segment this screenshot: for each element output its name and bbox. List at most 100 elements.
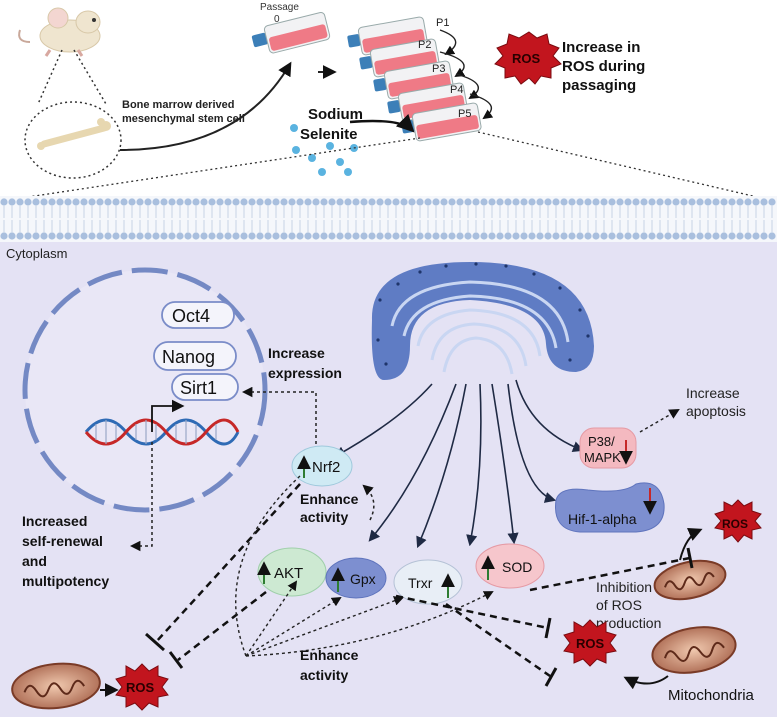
enhance-to-nrf2 [235, 475, 301, 657]
sod-node [475, 543, 545, 589]
trxr-node [393, 559, 463, 605]
gpx-inhibit-line [395, 594, 549, 630]
increase-expression-line1: Increase [268, 345, 325, 361]
enhance-to-trxr [245, 596, 404, 657]
akt-inhibit-line [177, 591, 267, 661]
selenite-particles [290, 124, 358, 176]
increase-apoptosis-line1: Increase [686, 385, 740, 401]
sod-inhibit-line [529, 556, 691, 592]
cytoplasm-label: Cytoplasm [6, 246, 67, 261]
p4-p5-arrow [469, 93, 494, 120]
er-arrows [334, 379, 585, 549]
dna-icon [84, 418, 240, 446]
ros-left-label: ROS [126, 680, 155, 695]
ros-mid-label: ROS [576, 636, 605, 651]
cell-membrane [0, 196, 777, 242]
mitochondria-label: Mitochondria [668, 687, 755, 704]
inhibition-line3: production [596, 615, 661, 631]
nanog-label: Nanog [162, 347, 215, 367]
p1-label: P1 [436, 17, 449, 29]
passage-zero-label: 0 [274, 14, 280, 25]
inhibition-line2: of ROS [596, 597, 642, 613]
ros-burst-icon [115, 663, 169, 711]
enhance-to-gpx [245, 596, 342, 657]
mitochondria-icon [653, 559, 727, 601]
mitochondria-icon [11, 662, 101, 710]
transcription-arrow [151, 399, 185, 432]
nrf2-inhibit-bar [145, 632, 165, 652]
ros-burst-icon [714, 499, 762, 543]
mouse-icon [18, 7, 101, 57]
enhance-to-akt [245, 580, 298, 657]
p5-label: P5 [458, 108, 471, 120]
bone-callout [24, 101, 122, 179]
p4-label: P4 [450, 84, 463, 96]
p1-p2-arrow [439, 29, 457, 56]
gpx-inhibit-bar [544, 617, 552, 639]
increase-ros-line2: ROS during [562, 58, 645, 75]
self-renewal-line2: self-renewal [22, 533, 103, 549]
increase-expression-line2: expression [268, 365, 342, 381]
sodium-label-line2: Selenite [300, 126, 358, 143]
nucleus [22, 267, 268, 513]
bmsc-label-line1: Bone marrow derived [122, 99, 234, 111]
ros-burst-icon [494, 31, 562, 85]
sod-label: SOD [502, 559, 532, 575]
bone-icon [37, 118, 111, 150]
trxr-inhibit-bar [544, 667, 558, 687]
enhance-activity-upper-line2: activity [300, 509, 348, 525]
sod-inhibit-bar [686, 547, 694, 569]
enhance-activity-lower-line2: activity [300, 667, 348, 683]
akt-inhibit-bar [168, 651, 184, 669]
nrf2-label: Nrf2 [312, 459, 340, 476]
p38-label-line2: MAPK [584, 450, 621, 465]
apoptosis-arrow [639, 408, 680, 433]
p3-label: P3 [432, 63, 445, 75]
to-passage-arrow [119, 61, 292, 151]
self-renewal-line3: and [22, 553, 47, 569]
enhance-activity-upper-arrow [362, 484, 375, 521]
mito-right-ros-arrow [679, 527, 703, 561]
increase-ros-line1: Increase in [562, 39, 640, 56]
selenite-arrow [349, 113, 415, 133]
increase-apoptosis-line2: apoptosis [686, 403, 746, 419]
oct4-pill [161, 301, 235, 329]
self-renewal-line1: Increased [22, 513, 87, 529]
p3-p4-arrow [455, 73, 480, 100]
zoom-line-right [477, 131, 771, 201]
p2-label: P2 [418, 39, 431, 51]
trxr-inhibit-line [445, 602, 551, 678]
flask-stack [347, 16, 482, 142]
akt-label: AKT [274, 565, 303, 582]
enhance-activity-lower-line1: Enhance [300, 647, 359, 663]
p2-p3-arrow [439, 51, 466, 78]
enhance-to-sod [245, 591, 494, 657]
ros-burst-icon [563, 619, 617, 667]
hif-node [555, 482, 665, 533]
oct4-label: Oct4 [172, 306, 210, 326]
ros-right-label: ROS [722, 517, 748, 531]
passage-label: Passage [260, 2, 299, 13]
increase-ros-line3: passaging [562, 77, 636, 94]
mitochondria-icon [651, 626, 737, 674]
endoplasmic-reticulum-icon [371, 262, 594, 380]
sirt1-label: Sirt1 [180, 378, 217, 398]
hif-label: Hif-1-alpha [568, 511, 637, 527]
self-renewal-arrow [129, 442, 153, 552]
ros-top-label: ROS [512, 51, 541, 66]
gpx-label: Gpx [350, 571, 376, 587]
self-renewal-line4: multipotency [22, 573, 109, 589]
p38-label-line1: P38/ [588, 434, 615, 449]
zoom-line-left [7, 137, 421, 201]
mito-mid-ros-arrow [623, 675, 669, 690]
nanog-pill [153, 341, 237, 371]
sirt1-pill [171, 373, 239, 401]
inhibition-line1: Inhibition [596, 579, 652, 595]
flask-icon [251, 11, 331, 54]
enhance-activity-upper-line1: Enhance [300, 491, 359, 507]
bmsc-label-line2: mesenchymal stem cell [122, 113, 245, 125]
sodium-label-line1: Sodium [308, 106, 363, 123]
trxr-label: Trxr [408, 575, 433, 591]
